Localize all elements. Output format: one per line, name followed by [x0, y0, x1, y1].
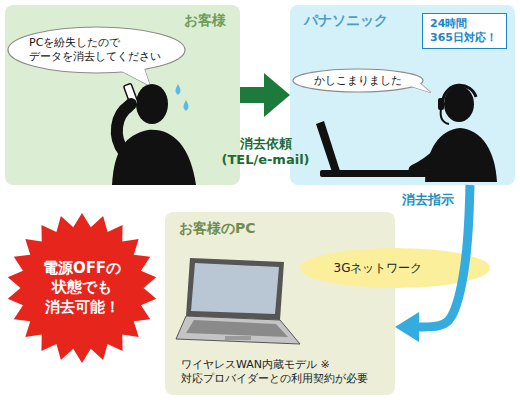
- network-label: 3Gネットワーク: [334, 261, 423, 276]
- customer-laptop: [176, 258, 300, 344]
- starburst-fill: [8, 213, 156, 363]
- customer-head: [136, 84, 168, 124]
- operator-laptop-base: [320, 170, 430, 177]
- operator-body: [425, 128, 497, 182]
- sweat-drop: [184, 100, 189, 111]
- customer-silhouette: [112, 83, 196, 185]
- network-ellipse: 3Gネットワーク: [300, 248, 490, 288]
- speech-text: PCを紛失したので データを消去してください: [29, 36, 164, 64]
- operator-silhouette: [316, 85, 497, 182]
- speech-bubble: PCを紛失したので データを消去してください: [7, 26, 186, 74]
- headset-earcup: [438, 98, 444, 110]
- operator-laptop-screen: [316, 121, 340, 172]
- customer-pc-panel: お客様のPC ワイヤレスWAN内蔵モデル ※対応プロバイダーとの利用契約が必要: [165, 212, 395, 395]
- company-panel: 24時間 365日対応！ かしこまりました パナソニック: [290, 5, 515, 185]
- customer-body: [112, 130, 196, 185]
- bubble-tail-fill: [118, 65, 150, 86]
- customer-panel: PCを紛失したので データを消去してください お客様: [5, 5, 240, 185]
- bubble-body: [293, 69, 423, 92]
- model-note: ワイヤレスWAN内蔵モデル ※対応プロバイダーとの利用契約が必要: [181, 358, 380, 386]
- highlight-starburst: 電源OFFの 状態でも 消去可能！: [7, 213, 157, 363]
- service-badge: 24時間 365日対応！: [422, 13, 507, 49]
- highlight-text: 電源OFFの 状態でも 消去可能！: [42, 259, 123, 318]
- operator-head: [444, 86, 474, 122]
- laptop-keyboard: [186, 320, 288, 337]
- laptop-screen: [191, 263, 279, 314]
- laptop-touchpad: [225, 336, 251, 340]
- headset-mic: [441, 109, 449, 124]
- laptop-screen-frame: [186, 258, 284, 320]
- ellipse-fill: [300, 248, 490, 288]
- headset-band: [443, 85, 476, 100]
- bubble-tail-fill: [406, 80, 431, 93]
- panel-heading: お客様: [5, 5, 240, 30]
- speech-text: かしこまりました: [314, 74, 402, 88]
- badge-text: 24時間 365日対応！: [430, 17, 499, 45]
- customer-arm: [117, 106, 129, 152]
- edge-label: 消去指示: [402, 192, 454, 208]
- panel-heading: お客様のPC: [165, 212, 395, 238]
- panel-heading: パナソニック: [290, 5, 515, 30]
- sweat-drop: [176, 84, 181, 95]
- operator-arm: [414, 150, 442, 170]
- phone: [123, 83, 138, 106]
- laptop-base: [176, 316, 300, 344]
- request-arrow: [240, 87, 264, 103]
- speech-bubble: かしこまりました: [292, 68, 424, 93]
- edge-label: 消去依頼 (TEL/e-mail): [220, 136, 311, 169]
- bubble-body: [8, 27, 185, 73]
- customer-hand: [125, 98, 137, 110]
